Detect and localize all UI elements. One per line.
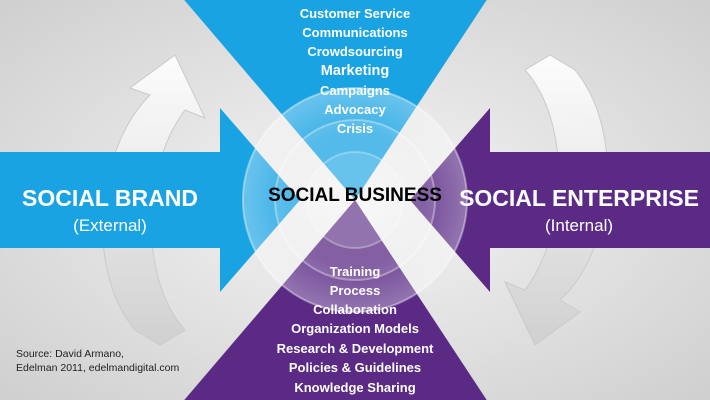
source-line-1: Source: David Armano, — [16, 348, 124, 360]
list-item: Knowledge Sharing — [294, 380, 416, 395]
social-brand-subtitle: (External) — [73, 216, 147, 235]
social-business-label: SOCIAL BUSINESS — [268, 185, 442, 206]
right-arrow — [410, 108, 710, 292]
list-item: Customer Service — [299, 6, 411, 21]
center-ring-inner — [306, 151, 404, 249]
social-enterprise-label: SOCIAL ENTERPRISE — [459, 185, 699, 211]
list-item: Crisis — [336, 121, 374, 136]
left-arrow — [0, 108, 300, 292]
list-item: Crowdsourcing — [307, 44, 403, 59]
list-item: Organization Models — [291, 321, 419, 336]
list-item: Research & Development — [276, 341, 434, 356]
list-item: Marketing — [320, 63, 390, 79]
list-item: Campaigns — [319, 83, 391, 98]
list-item: Process — [329, 283, 381, 298]
social-brand-label: SOCIAL BRAND — [22, 185, 198, 211]
list-item: Advocacy — [324, 102, 386, 117]
center-ring-middle — [274, 119, 436, 281]
social-enterprise-subtitle: (Internal) — [544, 216, 614, 235]
source-line-2: Edelman 2011, edelmandigital.com — [16, 362, 180, 374]
list-item: Communications — [302, 25, 408, 40]
list-item: Training — [329, 264, 381, 279]
center-ring-outer — [242, 87, 468, 313]
source-credit: Source: David Armano, Edelman 2011, edel… — [16, 347, 179, 375]
list-item: Policies & Guidelines — [288, 360, 422, 375]
list-item: Collaboration — [313, 302, 397, 317]
